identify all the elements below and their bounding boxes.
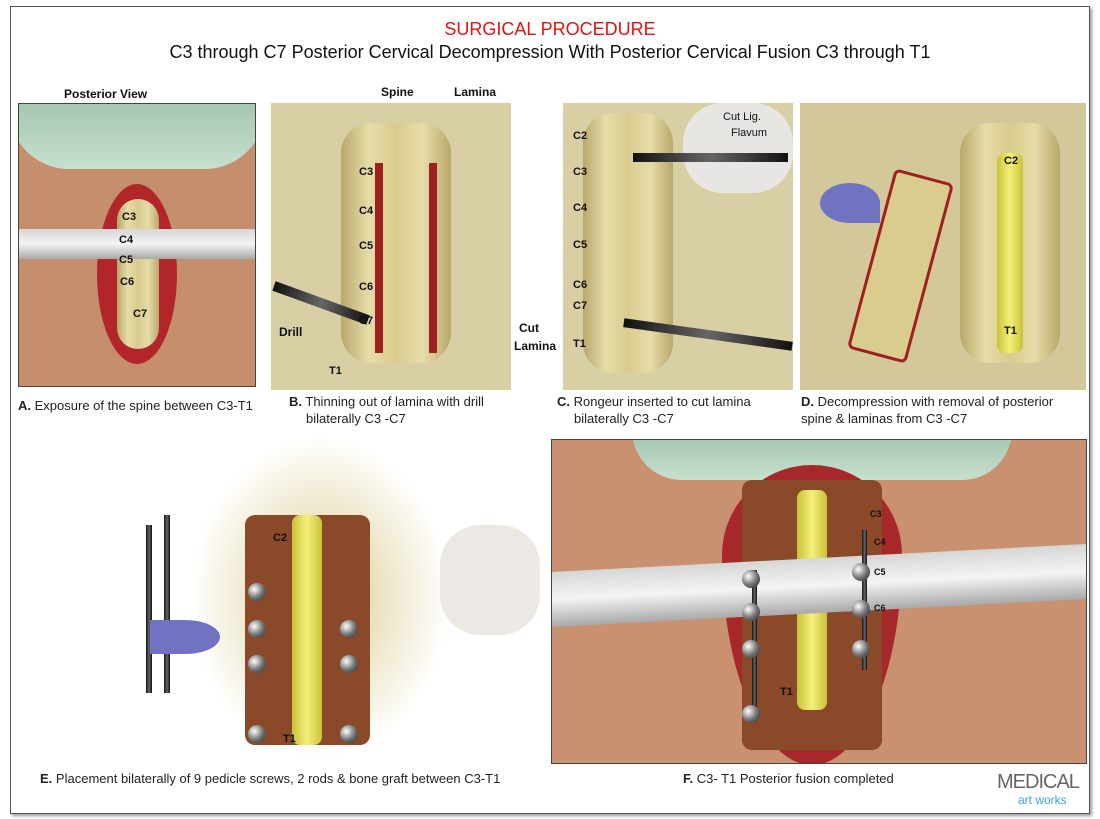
level-label: C5 [874, 567, 886, 577]
cut-lamina-label: Lamina [514, 339, 557, 353]
cut-lig-label: Cut Lig. [723, 111, 761, 123]
level-label: T1 [1004, 325, 1017, 337]
level-label: C6 [359, 281, 374, 293]
spine-label: Spine [381, 85, 414, 99]
panel-c-illustration: C2 C3 C4 C5 C6 C7 T1 Cut Lig. Flavum [563, 103, 793, 390]
level-label: C7 [573, 300, 588, 312]
drill-label: Drill [279, 325, 303, 339]
procedure-title: C3 through C7 Posterior Cervical Decompr… [169, 42, 931, 62]
medical-artworks-logo-sub: art works [1018, 793, 1067, 807]
caption-a: A. Exposure of the spine between C3-T1 [18, 398, 253, 413]
level-label: C3 [870, 509, 882, 519]
flavum-label: Flavum [731, 127, 768, 139]
level-label: C5 [573, 239, 588, 251]
level-label: C6 [120, 276, 135, 288]
level-label: C3 [573, 166, 588, 178]
level-label: T1 [283, 733, 296, 745]
level-label: T1 [329, 365, 342, 377]
level-label: C5 [359, 240, 374, 252]
lamina-label: Lamina [454, 85, 497, 99]
level-label: C3 [359, 166, 374, 178]
level-label: C5 [119, 254, 134, 266]
level-label: C4 [874, 537, 886, 547]
level-label: C7 [133, 308, 148, 320]
caption-f: F. C3- T1 Posterior fusion completed [683, 771, 894, 786]
medical-artworks-logo: MEDICAL [997, 771, 1080, 793]
panel-f-illustration: C3 C4 C5 C6 T1 [551, 439, 1087, 764]
panel-b-illustration: C3 C4 C5 C6 C7 T1 Drill [271, 103, 511, 390]
level-label: C4 [119, 234, 134, 246]
level-label: C2 [1004, 155, 1019, 167]
panel-a-illustration: C3 C4 C5 C6 C7 [18, 103, 256, 387]
level-label: C6 [874, 603, 886, 613]
level-label: C2 [273, 532, 288, 544]
procedure-category: SURGICAL PROCEDURE [444, 19, 656, 39]
level-label: C4 [573, 202, 588, 214]
level-label: C7 [359, 315, 374, 327]
level-label: T1 [573, 338, 586, 350]
caption-e: E. Placement bilaterally of 9 pedicle sc… [40, 771, 501, 786]
level-label: C4 [359, 205, 374, 217]
level-label: C3 [122, 211, 137, 223]
level-label: C6 [573, 279, 588, 291]
level-label: T1 [780, 686, 793, 698]
panel-d-illustration: C2 T1 [800, 103, 1086, 390]
cut-label: Cut [519, 321, 539, 335]
posterior-view-heading: Posterior View [64, 87, 148, 101]
level-label: C2 [573, 130, 588, 142]
caption-d: D. Decompression with removal of posteri… [801, 394, 1054, 426]
panel-e-illustration: C2 T1 [40, 435, 540, 760]
